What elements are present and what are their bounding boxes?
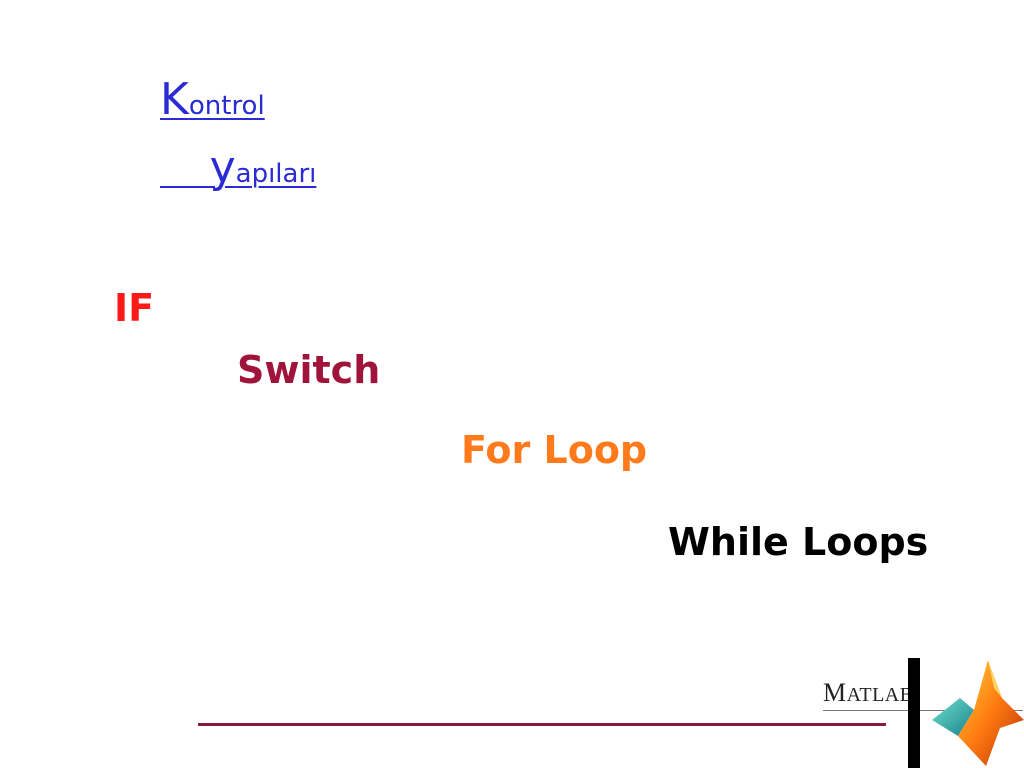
matlab-logo-text: MATLAB <box>823 678 914 708</box>
slide-title-line-2: yapıları <box>160 146 317 190</box>
topic-for-loop: For Loop <box>461 428 648 472</box>
title-rest-apilari: apıları <box>235 159 317 189</box>
logo-baseline <box>823 710 1023 711</box>
logo-first-letter: M <box>823 678 847 707</box>
title-initial-k: K <box>160 74 189 125</box>
topic-switch: Switch <box>237 348 381 392</box>
bottom-rule <box>198 723 886 726</box>
topic-while-loops: While Loops <box>668 520 929 564</box>
matlab-membrane-icon <box>932 660 1024 766</box>
title-initial-y: y <box>209 142 236 193</box>
logo-black-bar <box>908 658 920 768</box>
logo-rest: ATLAB <box>846 684 914 706</box>
title-line2-lead <box>160 159 210 189</box>
topic-if: IF <box>114 286 155 330</box>
title-rest-ontrol: ontrol <box>188 91 265 121</box>
slide-title-line-1: Kontrol <box>160 78 265 122</box>
